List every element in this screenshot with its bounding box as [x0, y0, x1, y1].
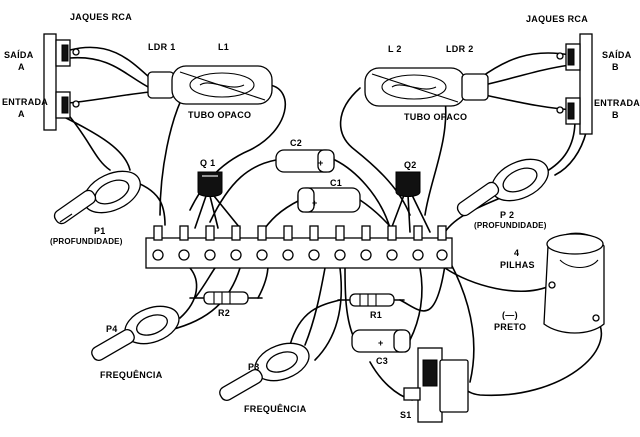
jack-in-b[interactable]: [556, 97, 581, 125]
jack-out-a[interactable]: [55, 39, 80, 67]
lamp-l1: [189, 72, 255, 98]
jack-panel-right: [579, 33, 593, 135]
ldr1-body: [147, 71, 175, 99]
label-r2: R2: [218, 308, 230, 318]
labels: JAQUES RCA SAÍDA A ENTRADA A JAQUES RCA …: [2, 12, 640, 420]
label-batt-count: 4: [514, 248, 519, 258]
switch-s1[interactable]: [403, 347, 469, 423]
jack-panel-left: [43, 33, 57, 131]
label-ldr2: LDR 2: [446, 44, 474, 54]
label-jacks-left: JAQUES RCA: [70, 12, 132, 22]
label-in-b-2: B: [612, 110, 619, 120]
jack-out-b[interactable]: [556, 43, 581, 71]
label-in-a-1: ENTRADA: [2, 97, 48, 107]
label-l2: L 2: [388, 44, 402, 54]
capacitor-c3: [351, 329, 411, 353]
label-out-b-1: SAÍDA: [602, 50, 632, 60]
label-c3-plus: +: [378, 338, 384, 348]
label-freq-left: FREQUÊNCIA: [100, 369, 163, 380]
label-in-b-1: ENTRADA: [594, 98, 640, 108]
label-c2-plus: +: [318, 158, 324, 168]
label-p1: P1: [94, 226, 106, 236]
rca-jacks-left: [43, 33, 80, 131]
label-out-a-1: SAÍDA: [4, 50, 34, 60]
potentiometer-p3[interactable]: [218, 336, 315, 402]
label-ldr1: LDR 1: [148, 42, 176, 52]
label-p3: P3: [248, 362, 260, 372]
transistor-q1: [197, 171, 223, 197]
label-c3: C3: [376, 356, 388, 366]
label-p2: P 2: [500, 210, 514, 220]
label-tube-left: TUBO OPACO: [188, 110, 251, 120]
label-c1: C1: [330, 178, 342, 188]
label-neg: (—): [502, 310, 518, 320]
resistor-r2: [189, 291, 263, 305]
label-q1: Q 1: [200, 158, 215, 168]
label-c1-plus: +: [312, 198, 318, 208]
terminal-strip-base: [145, 237, 453, 269]
label-out-a-2: A: [18, 62, 25, 72]
potentiometer-p4[interactable]: [90, 299, 185, 362]
label-p1-desc: (PROFUNDIDADE): [50, 237, 123, 246]
terminal-strip: [145, 225, 453, 269]
transistor-q2: [395, 171, 421, 197]
jack-in-a[interactable]: [55, 91, 80, 119]
potentiometer-p1[interactable]: [52, 163, 147, 226]
label-s1: S1: [400, 410, 412, 420]
label-q2: Q2: [404, 160, 417, 170]
label-batt: PILHAS: [500, 260, 535, 270]
battery-holder: [543, 232, 605, 334]
label-out-b-2: B: [612, 62, 619, 72]
label-black: PRETO: [494, 322, 526, 332]
lamp-l2: [381, 74, 447, 100]
tube-left: [147, 65, 273, 105]
tube-right: [364, 67, 489, 107]
label-freq-right: FREQUÊNCIA: [244, 403, 307, 414]
label-p2-desc: (PROFUNDIDADE): [474, 221, 547, 230]
ldr2-body: [461, 73, 489, 101]
label-r1: R1: [370, 310, 382, 320]
label-c2: C2: [290, 138, 302, 148]
rca-jacks-right: [556, 33, 593, 135]
label-tube-right: TUBO OPACO: [404, 112, 467, 122]
capacitor-c2: [275, 149, 335, 173]
resistor-r1: [337, 293, 405, 307]
label-jacks-right: JAQUES RCA: [526, 14, 588, 24]
label-p4: P4: [106, 324, 118, 334]
label-in-a-2: A: [18, 109, 25, 119]
terminal-lugs: [152, 225, 448, 261]
label-l1: L1: [218, 42, 229, 52]
potentiometer-p2[interactable]: [455, 151, 555, 218]
capacitor-c1: [297, 187, 361, 213]
